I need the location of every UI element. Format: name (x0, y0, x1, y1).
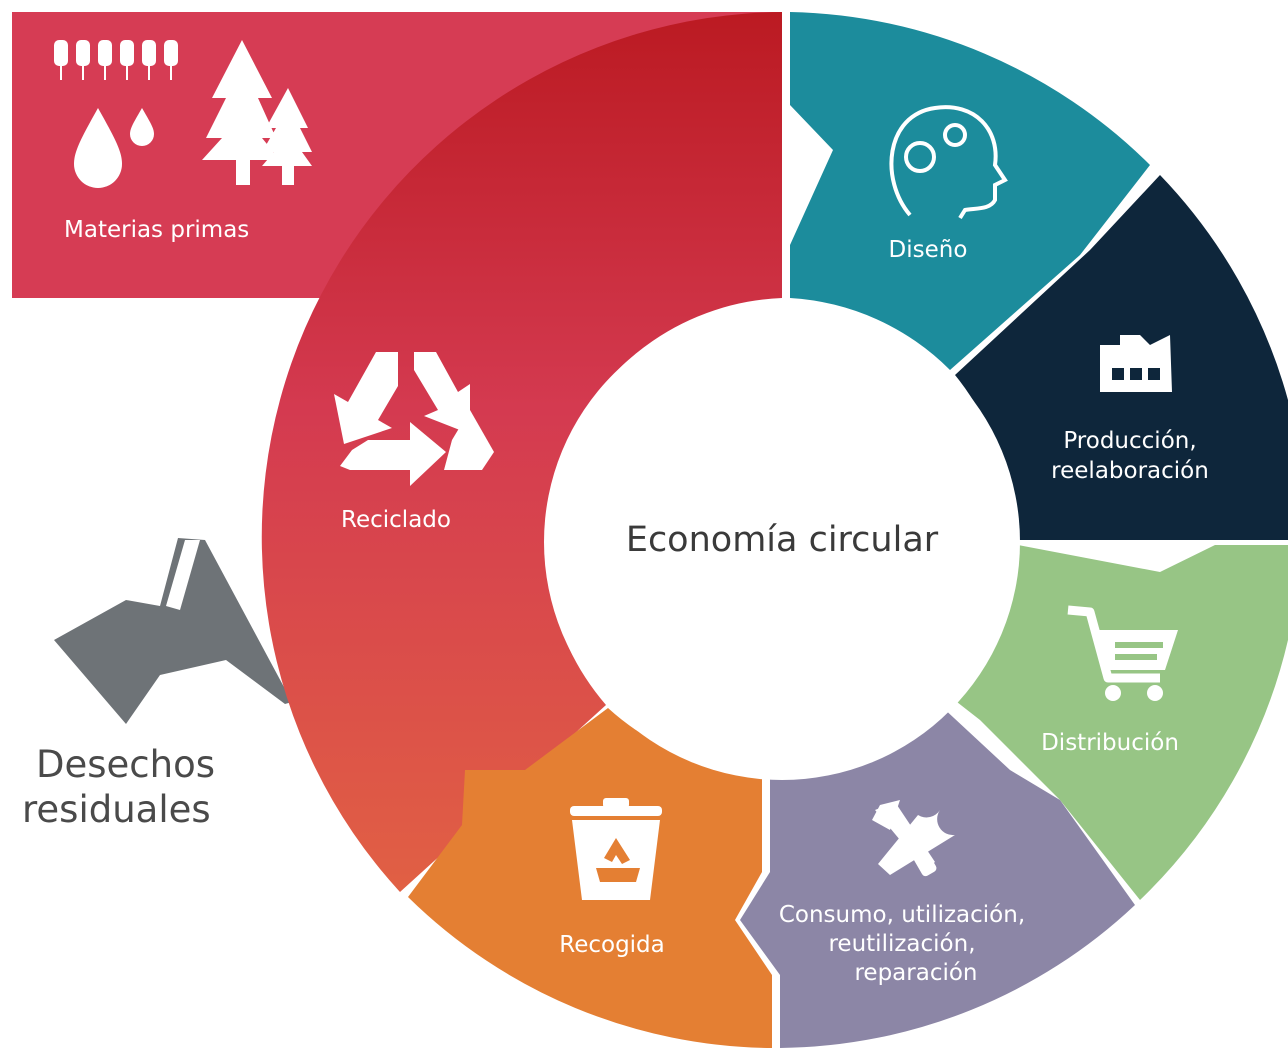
factory-icon (1100, 335, 1172, 392)
segment-reciclado (261, 12, 782, 892)
trees-icon (202, 40, 312, 185)
recycle-bin-icon (570, 798, 662, 900)
consumo-label-line2: reutilización, (828, 931, 975, 957)
waste-label-line1: Desechos (36, 743, 215, 786)
waste-label-line2: residuales (22, 788, 211, 831)
segment-distribucion (948, 545, 1288, 900)
wheat-icon (54, 40, 178, 80)
segment-consumo (740, 705, 1135, 1048)
reciclado-label: Reciclado (341, 507, 451, 533)
segment-diseno (790, 12, 1150, 370)
diseno-label: Diseño (889, 237, 968, 263)
consumo-label-line1: Consumo, utilización, (779, 902, 1025, 928)
distribucion-label: Distribución (1041, 730, 1179, 756)
recogida-label: Recogida (559, 932, 665, 958)
shopping-cart-icon (1067, 605, 1178, 701)
waste-arrow (54, 538, 292, 724)
head-gears-icon (889, 105, 1008, 220)
raw-materials-label: Materias primas (64, 217, 249, 243)
recycle-icon (334, 352, 494, 486)
consumo-label-line3: reparación (854, 960, 977, 986)
produccion-label-line1: Producción, (1063, 428, 1196, 454)
water-drop-icon (74, 108, 154, 188)
center-circle (544, 304, 1020, 780)
center-title: Economía circular (626, 520, 939, 560)
tools-icon (872, 800, 955, 877)
produccion-label-line2: reelaboración (1051, 458, 1209, 484)
